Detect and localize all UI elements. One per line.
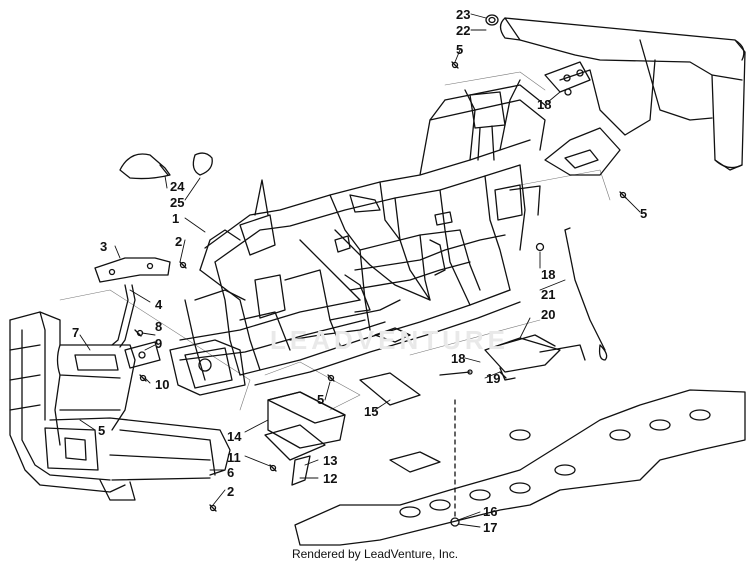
callout-7: 7 xyxy=(72,325,80,340)
watermark: LEADVENTURE xyxy=(270,325,510,355)
callout-15: 15 xyxy=(364,404,379,419)
callout-18: 18 xyxy=(537,97,552,112)
guide-planes xyxy=(59,71,611,411)
front-brackets xyxy=(94,257,171,369)
callout-23: 23 xyxy=(456,7,471,22)
grommet xyxy=(485,14,499,26)
callout-12: 12 xyxy=(323,471,338,486)
front-frame-left xyxy=(169,229,291,396)
callout-13: 13 xyxy=(323,453,338,468)
render-credit: Rendered by LeadVenture, Inc. xyxy=(291,547,459,561)
rear-rack-tube xyxy=(499,17,746,176)
callout-2: 2 xyxy=(227,484,235,499)
rear-bracket xyxy=(484,227,608,381)
callout-5: 5 xyxy=(98,423,106,438)
callout-20: 20 xyxy=(541,307,556,322)
leader-lines xyxy=(79,13,641,528)
callout-1: 1 xyxy=(172,211,180,226)
callout-5: 5 xyxy=(640,206,648,221)
fasteners xyxy=(134,61,627,512)
skid-pads xyxy=(264,372,421,461)
callout-11: 11 xyxy=(227,450,241,465)
callout-18: 18 xyxy=(541,267,556,282)
callout-8: 8 xyxy=(155,319,163,334)
callout-14: 14 xyxy=(227,429,242,444)
callout-25: 25 xyxy=(170,195,185,210)
callout-4: 4 xyxy=(155,297,163,312)
main-frame xyxy=(179,79,546,386)
callout-18: 18 xyxy=(451,351,466,366)
callout-6: 6 xyxy=(227,465,235,480)
callout-5: 5 xyxy=(456,42,464,57)
callout-10: 10 xyxy=(155,377,170,392)
skid-plate xyxy=(294,389,746,546)
cable-ties xyxy=(119,152,213,180)
callout-19: 19 xyxy=(486,371,501,386)
callout-3: 3 xyxy=(100,239,108,254)
callout-22: 22 xyxy=(456,23,471,38)
callout-17: 17 xyxy=(483,520,498,535)
callout-9: 9 xyxy=(155,336,163,351)
front-bumper xyxy=(9,311,231,501)
callout-5: 5 xyxy=(317,392,325,407)
callout-24: 24 xyxy=(170,179,185,194)
callout-2: 2 xyxy=(175,234,183,249)
callout-16: 16 xyxy=(483,504,498,519)
callout-21: 21 xyxy=(541,287,556,302)
